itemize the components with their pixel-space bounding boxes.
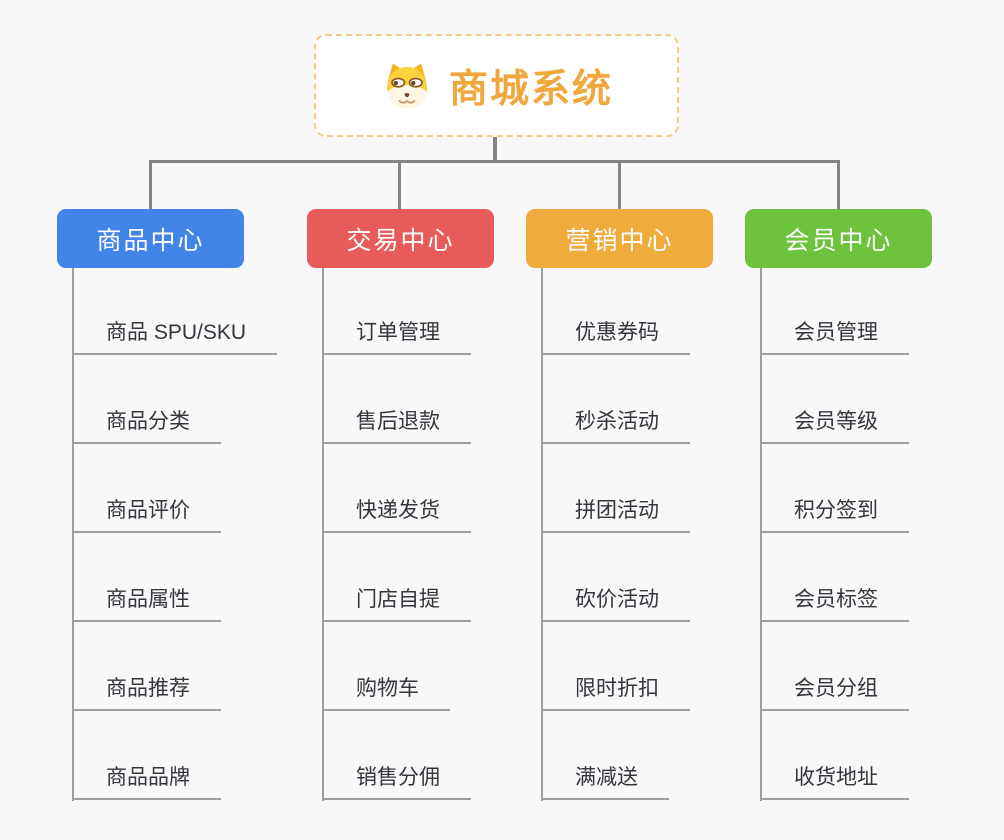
leaf-label: 收货地址 — [794, 766, 878, 789]
connector-drop-line — [149, 162, 152, 210]
leaf-node[interactable]: 秒杀活动 — [541, 355, 690, 444]
branch-leaves: 商品 SPU/SKU 商品分类 商品评价 商品属性 商品推荐 商品品牌 — [72, 268, 278, 800]
branch-node[interactable]: 商品中心 — [57, 209, 244, 268]
leaf-node[interactable]: 积分签到 — [760, 444, 909, 533]
branch-label: 交易中心 — [346, 226, 455, 255]
leaf-node[interactable]: 优惠券码 — [541, 268, 690, 355]
branch-vertical-line — [760, 268, 762, 801]
leaf-node[interactable]: 收货地址 — [760, 711, 909, 800]
leaf-label: 会员分组 — [794, 677, 878, 700]
leaf-node[interactable]: 商品属性 — [72, 533, 221, 622]
branch-node[interactable]: 会员中心 — [745, 209, 932, 268]
branch-vertical-line — [541, 268, 543, 801]
leaf-node[interactable]: 商品 SPU/SKU — [72, 268, 278, 355]
leaf-node[interactable]: 订单管理 — [322, 268, 471, 355]
leaf-label: 购物车 — [356, 677, 419, 700]
leaf-node[interactable]: 满减送 — [541, 711, 669, 800]
branch-column: 交易中心 订单管理 售后退款 快递发货 门店自提 购物车 销售分佣 — [307, 209, 494, 801]
leaf-label: 拼团活动 — [575, 499, 659, 522]
branch-column: 营销中心 优惠券码 秒杀活动 拼团活动 砍价活动 限时折扣 满减送 — [526, 209, 713, 801]
leaf-label: 商品分类 — [106, 410, 190, 433]
dog-face-icon — [386, 63, 427, 108]
leaf-node[interactable]: 商品品牌 — [72, 711, 221, 800]
leaf-node[interactable]: 会员标签 — [760, 533, 909, 622]
leaf-label: 会员管理 — [794, 321, 878, 344]
branch-column: 商品中心 商品 SPU/SKU 商品分类 商品评价 商品属性 商品推荐 商品品牌 — [57, 209, 278, 801]
leaf-label: 商品 SPU/SKU — [106, 321, 247, 344]
branch-node[interactable]: 营销中心 — [526, 209, 713, 268]
connector-drop-line — [618, 162, 621, 210]
connector-drop-line — [837, 162, 840, 210]
connector-root-stem — [493, 136, 497, 162]
leaf-node[interactable]: 商品分类 — [72, 355, 221, 444]
branch-column: 会员中心 会员管理 会员等级 积分签到 会员标签 会员分组 收货地址 — [745, 209, 932, 801]
leaf-label: 售后退款 — [356, 410, 440, 433]
branch-leaves: 优惠券码 秒杀活动 拼团活动 砍价活动 限时折扣 满减送 — [541, 268, 690, 800]
root-node[interactable]: 商城系统 — [314, 34, 679, 137]
leaf-label: 快递发货 — [356, 499, 440, 522]
leaf-label: 商品推荐 — [106, 677, 190, 700]
branch-label: 会员中心 — [784, 226, 893, 255]
leaf-node[interactable]: 限时折扣 — [541, 622, 690, 711]
leaf-node[interactable]: 砍价活动 — [541, 533, 690, 622]
leaf-label: 商品属性 — [106, 588, 190, 611]
leaf-label: 商品评价 — [106, 499, 190, 522]
leaf-label: 秒杀活动 — [575, 410, 659, 433]
branch-leaves: 订单管理 售后退款 快递发货 门店自提 购物车 销售分佣 — [322, 268, 471, 800]
branch-node[interactable]: 交易中心 — [307, 209, 494, 268]
leaf-node[interactable]: 售后退款 — [322, 355, 471, 444]
root-title: 商城系统 — [448, 67, 613, 111]
leaf-label: 积分签到 — [794, 499, 878, 522]
leaf-node[interactable]: 门店自提 — [322, 533, 471, 622]
leaf-node[interactable]: 会员等级 — [760, 355, 909, 444]
branch-label: 营销中心 — [565, 226, 674, 255]
leaf-node[interactable]: 会员管理 — [760, 268, 909, 355]
leaf-label: 会员等级 — [794, 410, 878, 433]
leaf-node[interactable]: 商品评价 — [72, 444, 221, 533]
leaf-label: 优惠券码 — [575, 321, 659, 344]
leaf-label: 会员标签 — [794, 588, 878, 611]
leaf-label: 砍价活动 — [575, 588, 659, 611]
branch-vertical-line — [72, 268, 74, 801]
leaf-node[interactable]: 购物车 — [322, 622, 450, 711]
leaf-node[interactable]: 会员分组 — [760, 622, 909, 711]
leaf-node[interactable]: 销售分佣 — [322, 711, 471, 800]
leaf-label: 满减送 — [575, 766, 638, 789]
leaf-node[interactable]: 拼团活动 — [541, 444, 690, 533]
branch-label: 商品中心 — [96, 226, 205, 255]
connector-horizontal-line — [149, 160, 840, 163]
branch-leaves: 会员管理 会员等级 积分签到 会员标签 会员分组 收货地址 — [760, 268, 909, 800]
leaf-label: 订单管理 — [356, 321, 440, 344]
branch-vertical-line — [322, 268, 324, 801]
leaf-label: 销售分佣 — [356, 766, 440, 789]
connector-drop-line — [398, 162, 401, 210]
leaf-node[interactable]: 快递发货 — [322, 444, 471, 533]
leaf-node[interactable]: 商品推荐 — [72, 622, 221, 711]
leaf-label: 商品品牌 — [106, 766, 190, 789]
leaf-label: 门店自提 — [356, 588, 440, 611]
leaf-label: 限时折扣 — [575, 677, 659, 700]
